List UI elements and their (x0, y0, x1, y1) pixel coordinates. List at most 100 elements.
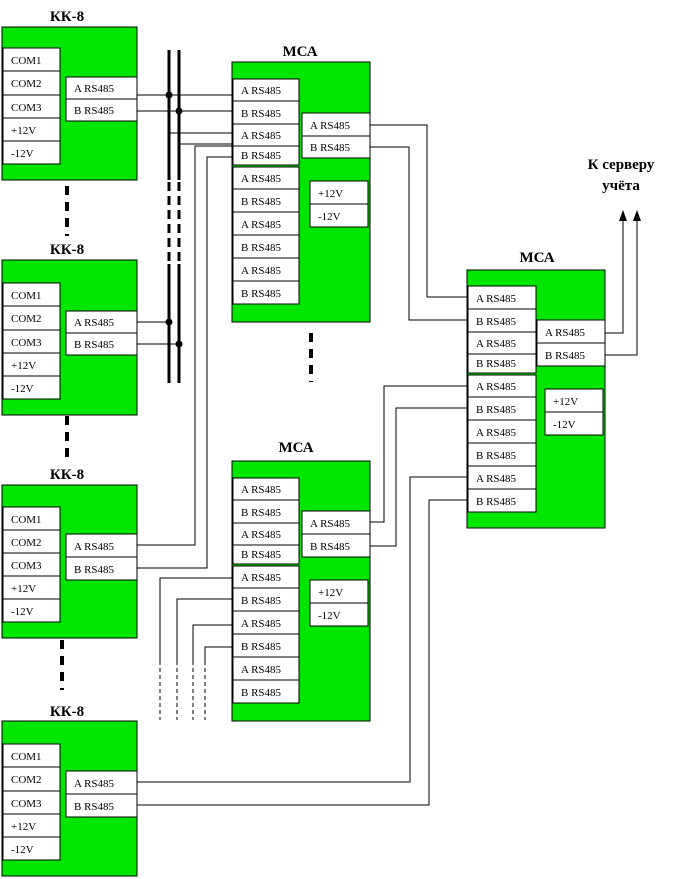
rs485-bus (165, 50, 183, 383)
wire-stair-2 (176, 598, 233, 661)
kk8-port-label: COM3 (11, 798, 42, 810)
kk8-title-4: КК-8 (50, 704, 84, 720)
mca-port-label: B RS485 (310, 142, 351, 154)
kk8-title-3: КК-8 (50, 467, 84, 483)
mca-port-label: B RS485 (241, 150, 282, 162)
mca-port-label: B RS485 (310, 541, 351, 553)
wire-stair-4 (204, 646, 233, 661)
mca-title-top: МСА (282, 44, 317, 60)
kk8-title-1: КК-8 (50, 9, 84, 25)
kk8-port-label: COM2 (11, 774, 42, 786)
mca-port-label: A RS485 (310, 120, 351, 132)
mca-port-label: +12V (318, 188, 343, 200)
mca-port-label: A RS485 (241, 265, 282, 277)
kk8-port-label: A RS485 (74, 317, 115, 329)
mca-power-port-minus (544, 411, 604, 436)
mca-unit-top: МСА A RS485 B RS485 A RS485 B RS485 A RS… (231, 44, 371, 323)
mca-port-label: B RS485 (241, 687, 282, 699)
kk8-port-minus12v (2, 836, 61, 861)
mca-title-right: МСА (519, 250, 554, 266)
wire-to-server-b (605, 218, 638, 356)
mca-port-label: B RS485 (241, 196, 282, 208)
mca-input-list-right: A RS485 B RS485 A RS485 B RS485 A RS485 … (467, 285, 537, 513)
mca-port-label: B RS485 (241, 108, 282, 120)
mca-port-label: +12V (553, 396, 578, 408)
kk8-port-label: A RS485 (74, 83, 115, 95)
mca-input-port (232, 679, 300, 704)
mca-power-port-minus (309, 602, 369, 627)
server-label-line1: К серверу (588, 157, 655, 173)
mca-unit-middle: МСА A RS485 B RS485 A RS485 B RS485 A RS… (231, 440, 371, 722)
mca-port-label: A RS485 (241, 529, 282, 541)
kk8-port-label: COM1 (11, 514, 42, 526)
kk8-port-label: COM3 (11, 102, 42, 114)
mca-port-label: B RS485 (545, 350, 586, 362)
mca-port-label: B RS485 (476, 316, 517, 328)
kk8-port-label: A RS485 (74, 778, 115, 790)
kk8-unit-2: КК-8 COM1 COM2 COM3 +12V -12V A RS485 B … (1, 242, 138, 416)
wire-kk3-b (137, 156, 233, 569)
kk8-port-label: COM3 (11, 337, 42, 349)
kk8-port-com2 (2, 766, 61, 792)
kk8-port-label: -12V (11, 148, 34, 160)
mca-port-label: B RS485 (241, 288, 282, 300)
mca-input-list-middle: A RS485 B RS485 A RS485 B RS485 A RS485 … (232, 477, 300, 704)
kk8-title-2: КК-8 (50, 242, 84, 258)
mca-input-port (232, 544, 300, 565)
kk8-port-com2 (2, 305, 61, 331)
kk8-port-com2 (2, 70, 61, 96)
kk8-port-label: -12V (11, 383, 34, 395)
mca-port-label: B RS485 (241, 507, 282, 519)
kk8-com-list-1: COM1 COM2 COM3 +12V -12V (2, 47, 61, 165)
wire-stair-3 (192, 624, 233, 661)
kk8-port-minus12v (2, 375, 61, 400)
mca-port-label: A RS485 (241, 572, 282, 584)
mca-port-label: B RS485 (476, 450, 517, 462)
mca-title-middle: МСА (278, 440, 313, 456)
arrow-up-icon (633, 210, 641, 221)
mca-unit-right: МСА A RS485 B RS485 A RS485 B RS485 A RS… (466, 250, 606, 529)
mca-input-list-top: A RS485 B RS485 A RS485 B RS485 A RS485 … (232, 78, 300, 305)
kk8-com-list-4: COM1 COM2 COM3 +12V -12V (2, 743, 61, 861)
mca-port-label: B RS485 (476, 496, 517, 508)
mca-port-label: A RS485 (476, 338, 517, 350)
kk8-port-b-rs485 (65, 98, 138, 122)
mca-port-label: A RS485 (476, 293, 517, 305)
mca-input-port (232, 145, 300, 166)
wire-stair-1 (159, 577, 233, 661)
mca-port-label: B RS485 (241, 595, 282, 607)
kk8-port-label: B RS485 (74, 105, 115, 117)
mca-port-label: A RS485 (241, 130, 282, 142)
kk8-port-label: B RS485 (74, 801, 115, 813)
kk8-port-label: B RS485 (74, 339, 115, 351)
kk8-port-label: COM2 (11, 78, 42, 90)
mca-port-label: B RS485 (241, 242, 282, 254)
kk8-port-label: COM1 (11, 751, 42, 763)
mca-port-label: B RS485 (241, 549, 282, 561)
kk8-port-label: -12V (11, 606, 34, 618)
wire-to-server-a (605, 218, 624, 334)
wire-mca-top-a (370, 124, 468, 298)
mca-port-label: A RS485 (476, 427, 517, 439)
mca-port-label: A RS485 (310, 518, 351, 530)
mca-port-label: B RS485 (476, 358, 517, 370)
kk8-port-label: +12V (11, 125, 36, 137)
mca-port-label: A RS485 (241, 173, 282, 185)
mca-port-label: A RS485 (476, 473, 517, 485)
kk8-port-label: A RS485 (74, 541, 115, 553)
kk8-com-list-2: COM1 COM2 COM3 +12V -12V (2, 282, 61, 400)
mca-input-port (467, 353, 537, 374)
wire-kk3-a (137, 145, 233, 546)
kk8-port-label: COM2 (11, 313, 42, 325)
wire-mca-top-b (370, 146, 468, 321)
kk8-port-label: COM1 (11, 290, 42, 302)
kk8-port-label: +12V (11, 583, 36, 595)
kk8-port-label: COM2 (11, 537, 42, 549)
kk8-port-label: +12V (11, 360, 36, 372)
server-destination: К серверу учёта (588, 157, 655, 356)
mca-port-label: A RS485 (545, 327, 586, 339)
kk8-port-label: +12V (11, 821, 36, 833)
wiring (137, 94, 468, 806)
mca-port-label: A RS485 (241, 618, 282, 630)
